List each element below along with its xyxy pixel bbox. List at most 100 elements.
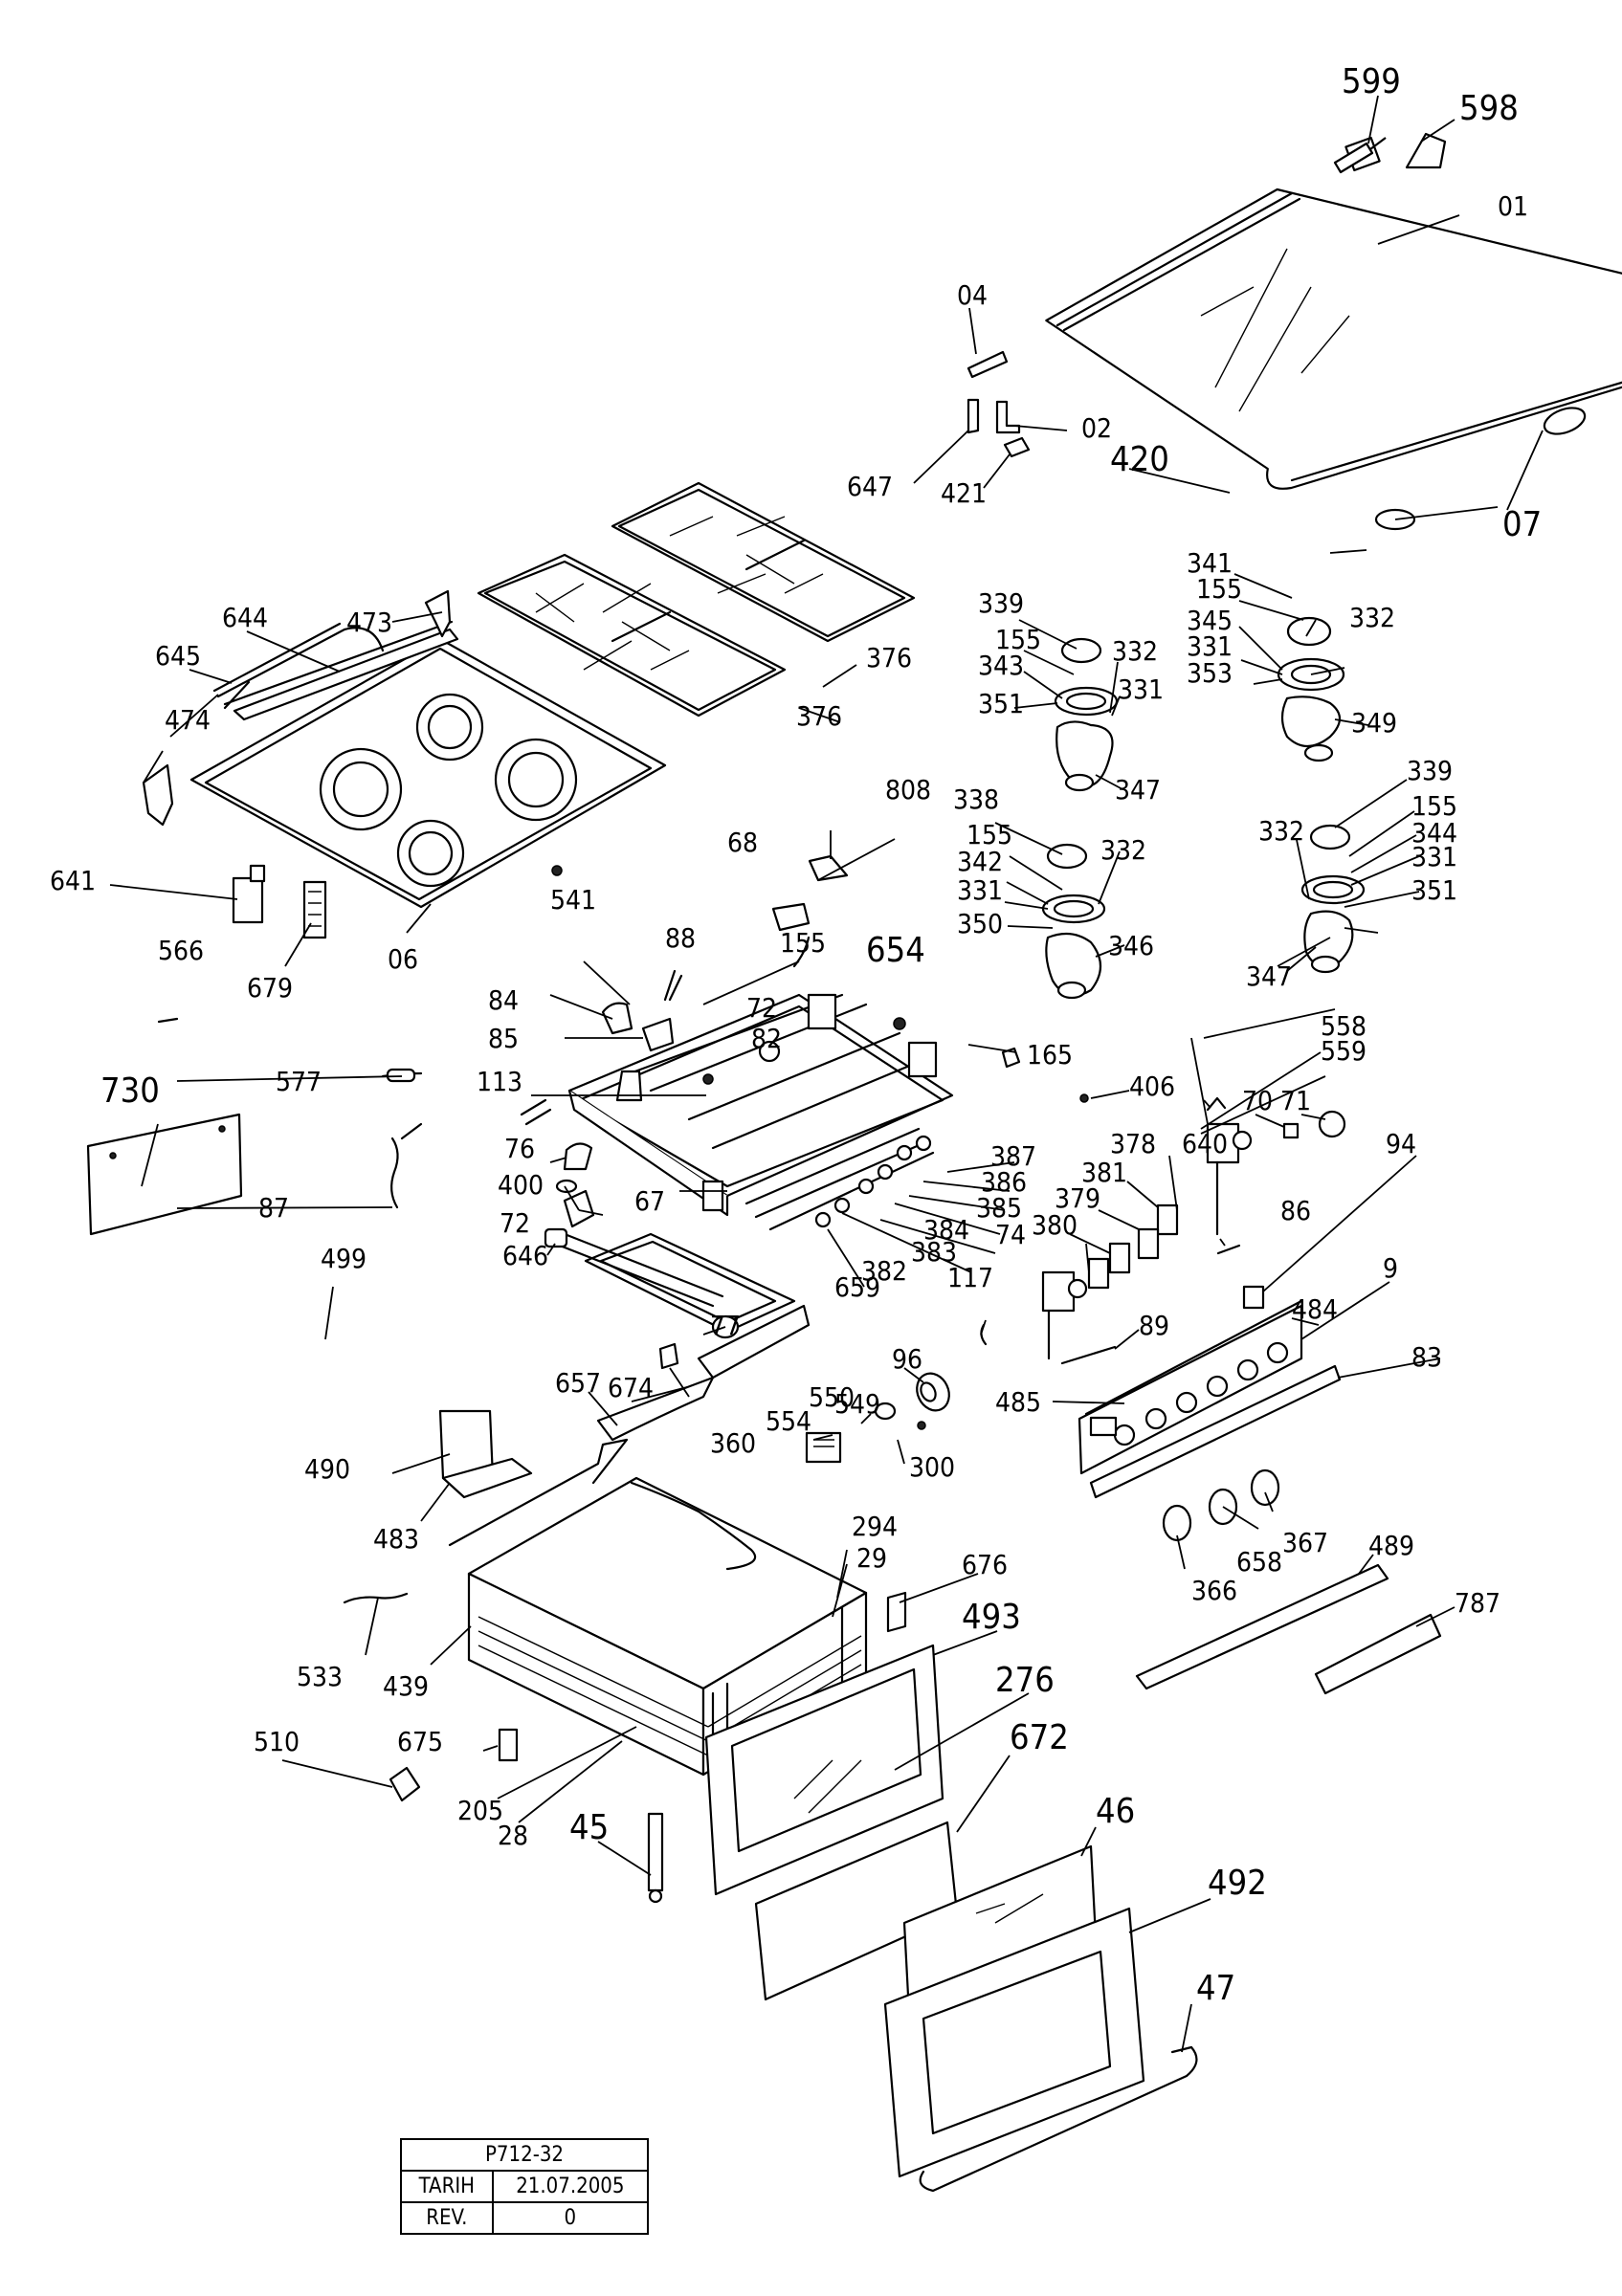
label-550: 550: [809, 1381, 855, 1413]
label-155d: 155: [967, 819, 1012, 850]
rev-label: REV.: [400, 2201, 494, 2235]
hinge-45: [647, 1812, 664, 1904]
label-74: 74: [995, 1219, 1026, 1250]
label-346: 346: [1108, 930, 1154, 961]
label-485: 485: [995, 1386, 1041, 1418]
date-value: 21.07.2005: [491, 2170, 650, 2203]
label-06: 06: [388, 943, 418, 975]
label-82: 82: [751, 1023, 782, 1054]
label-331b: 331: [1187, 630, 1233, 662]
label-87: 87: [258, 1192, 289, 1224]
label-345: 345: [1187, 605, 1233, 636]
back-panel-730: [86, 1113, 243, 1236]
label-376a: 376: [866, 642, 912, 673]
pipe-fittings: [381, 854, 906, 1228]
label-379: 379: [1055, 1182, 1100, 1214]
small-brackets: [967, 398, 1031, 458]
thermostat-74: [1041, 1270, 1088, 1360]
label-76: 76: [504, 1133, 535, 1164]
label-04: 04: [957, 279, 988, 311]
leader-lines: [109, 95, 1544, 2053]
label-332d: 332: [1100, 834, 1146, 866]
label-439: 439: [383, 1670, 429, 1702]
drawing-code: P712-32: [400, 2138, 649, 2172]
part-labels: 01 599 598 04 02 647 421 420 07 644 473 …: [50, 62, 1542, 2008]
label-367: 367: [1282, 1527, 1328, 1558]
ignition-unit-641: [232, 864, 266, 924]
pan-support-left: [477, 553, 787, 718]
label-86: 86: [1280, 1195, 1311, 1226]
label-647: 647: [847, 471, 893, 502]
label-473: 473: [346, 607, 392, 638]
label-674: 674: [608, 1372, 654, 1403]
heat-shield-360: [596, 1304, 811, 1442]
pin-566: [157, 1017, 179, 1024]
label-559: 559: [1321, 1035, 1366, 1067]
label-165: 165: [1027, 1039, 1073, 1071]
label-659: 659: [834, 1271, 880, 1303]
label-113: 113: [477, 1066, 522, 1097]
panel-strip-787: [1314, 1613, 1442, 1695]
outer-door-492: [883, 1907, 1145, 2178]
label-155e: 155: [780, 927, 826, 959]
label-332a: 332: [1112, 635, 1158, 667]
label-347a: 347: [1115, 774, 1161, 806]
label-499: 499: [321, 1243, 367, 1274]
label-492: 492: [1208, 1864, 1267, 1903]
label-484: 484: [1292, 1293, 1338, 1325]
label-353: 353: [1187, 657, 1233, 689]
label-28: 28: [498, 1820, 528, 1851]
label-533: 533: [297, 1661, 343, 1692]
gas-valves-row: [744, 1127, 935, 1231]
label-676: 676: [962, 1549, 1008, 1580]
component-94: [1242, 1285, 1265, 1310]
label-338: 338: [953, 784, 999, 815]
label-84: 84: [488, 984, 519, 1016]
label-351b: 351: [1411, 874, 1457, 906]
label-421: 421: [941, 477, 987, 509]
label-646: 646: [502, 1240, 548, 1271]
pan-support-right: [611, 481, 916, 643]
control-knobs: [1162, 1468, 1280, 1542]
label-641: 641: [50, 865, 96, 896]
label-378: 378: [1110, 1128, 1156, 1159]
label-658: 658: [1236, 1546, 1282, 1578]
label-366: 366: [1191, 1575, 1237, 1606]
label-349: 349: [1351, 707, 1397, 739]
label-598: 598: [1459, 89, 1519, 128]
label-276: 276: [995, 1661, 1055, 1700]
misc-small-parts: [805, 1047, 1227, 1464]
label-117: 117: [947, 1262, 993, 1293]
label-385: 385: [976, 1192, 1022, 1224]
label-644: 644: [222, 602, 268, 633]
manifold-frame: [567, 993, 954, 1217]
label-640: 640: [1182, 1128, 1228, 1159]
component-679: [302, 880, 327, 939]
screw-541: [551, 865, 563, 876]
label-541: 541: [550, 884, 596, 916]
label-96: 96: [892, 1343, 922, 1375]
label-493: 493: [962, 1598, 1021, 1637]
label-808: 808: [885, 774, 931, 806]
label-549: 549: [834, 1388, 880, 1420]
label-510: 510: [254, 1726, 300, 1757]
label-71: 71: [1280, 1085, 1311, 1116]
hinge-pin: [967, 142, 1374, 379]
label-376b: 376: [796, 700, 842, 732]
label-730: 730: [100, 1071, 160, 1111]
label-88: 88: [665, 922, 696, 954]
screw-89: [1060, 1345, 1117, 1365]
label-85: 85: [488, 1023, 519, 1054]
label-339b: 339: [1407, 755, 1453, 786]
label-9: 9: [1383, 1252, 1398, 1284]
label-558: 558: [1321, 1010, 1366, 1042]
label-70: 70: [1242, 1085, 1273, 1116]
label-332c: 332: [1258, 815, 1304, 847]
panel-strip-489: [1135, 1563, 1389, 1690]
switches: [1087, 1110, 1346, 1290]
label-205: 205: [457, 1795, 503, 1826]
label-360: 360: [710, 1427, 756, 1459]
label-350: 350: [957, 908, 1003, 939]
label-331d: 331: [957, 874, 1003, 906]
oven-cavity: [448, 1438, 868, 1791]
